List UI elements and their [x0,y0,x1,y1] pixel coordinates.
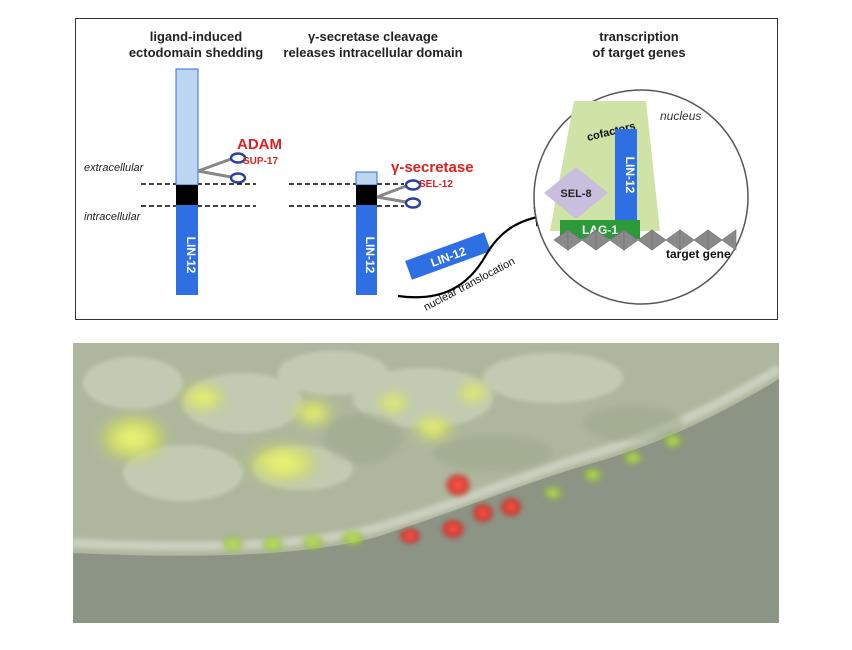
sel8-protein [544,167,608,219]
green-nuclei [221,433,684,553]
signaling-diagram: ligand-induced ectodomain shedding γ-sec… [75,18,778,320]
micrograph-canvas [73,343,779,623]
lin12-intracellular-domain [176,205,198,295]
target-gene-dna [553,229,737,251]
intracellular-label: intracellular [84,211,142,223]
nuclear-lin12 [615,129,637,220]
nucleus-label: nucleus [660,109,701,123]
extracellular-label: extracellular [84,162,145,174]
scissors-icon [197,152,247,184]
nuclear-lin12-label: LIN-12 [623,157,637,194]
step2-title-line2: releases intracellular domain [283,45,462,60]
step2-title-line1: γ-secretase cleavage [308,29,438,44]
step3-title-line1: transcription [599,29,679,44]
scissors-icon-2 [376,179,422,209]
receptor-label-2: LIN-12 [363,237,377,274]
lin12-intracellular-domain-2 [356,205,377,295]
sel8-label: SEL-8 [560,188,591,200]
target-gene-label: target gene [666,247,731,261]
lin12-transmembrane [176,185,198,205]
step1-title-line1: ligand-induced [150,29,243,44]
diagram-canvas: ligand-induced ectodomain shedding γ-sec… [84,29,749,314]
gamma-secretase-label: γ-secretase [391,159,474,176]
translocation-arrow [397,207,555,299]
red-nuclei [398,472,523,545]
yellow-fluorescence [95,381,491,485]
step3-title-line2: of target genes [592,45,685,60]
lin12-ectodomain-stub [355,171,378,186]
adam-label: ADAM [237,136,282,153]
worm-cuticle [73,365,779,551]
fluorescence-micrograph [73,343,779,623]
lin12-ectodomain [175,68,199,186]
receptor-label: LIN-12 [184,237,198,274]
lin12-transmembrane-2 [356,185,377,205]
sup17-label: SUP-17 [243,156,278,167]
step1-title-line2: ectodomain shedding [129,45,263,60]
sel12-label: SEL-12 [419,179,453,190]
